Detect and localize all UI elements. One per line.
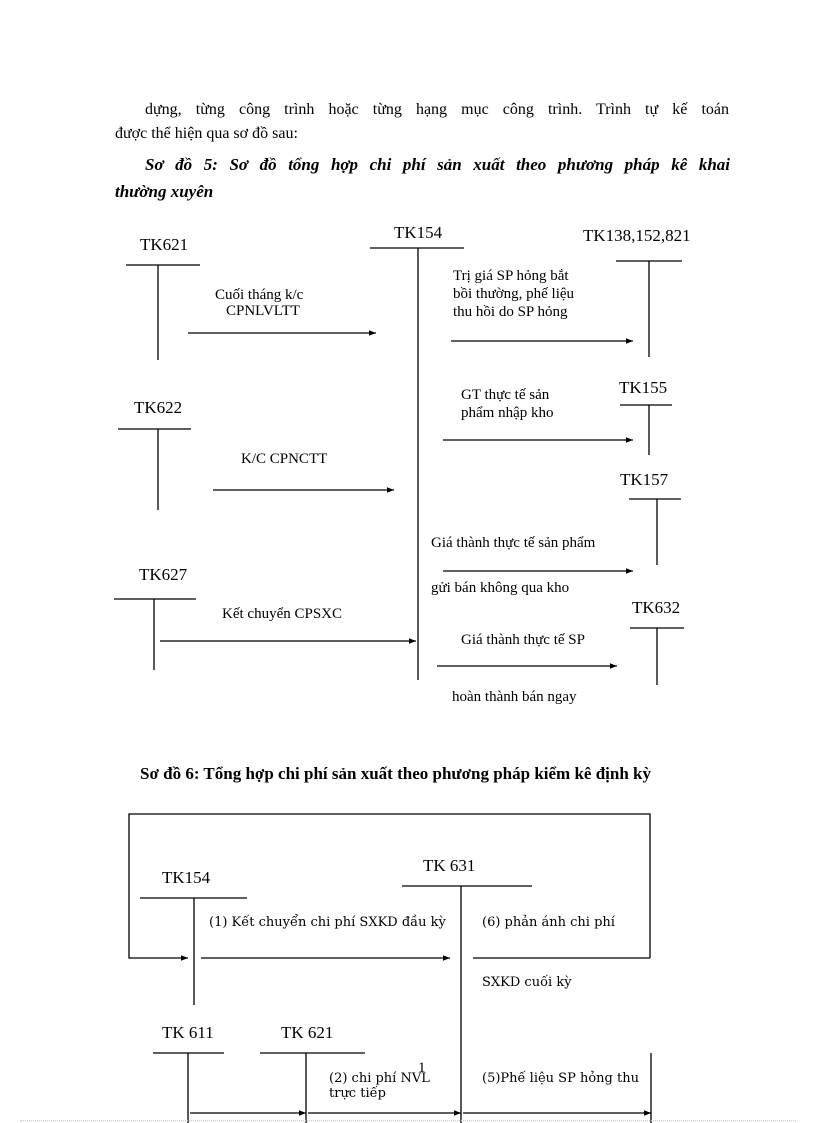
label-ban-ngay-1: Giá thành thực tế SP: [461, 632, 585, 648]
label-cuoi-thang: Cuối tháng k/c: [215, 287, 304, 303]
page-number: 1: [418, 1060, 426, 1076]
paragraph-line-2: được thể hiện qua sơ đồ sau:: [115, 125, 298, 142]
t-account-tk155: [620, 404, 672, 455]
tk154-d6-label: TK154: [162, 868, 211, 887]
loop-line: [128, 813, 651, 961]
label-ket-chuyen-cpsxc: Kết chuyển CPSXC: [222, 606, 342, 622]
t-account-tk622: [118, 428, 191, 510]
tk627-label: TK627: [139, 565, 188, 584]
label-phe-lieu: (5)Phế liệu SP hỏng thu: [482, 1071, 639, 1086]
tk631-label: TK 631: [423, 856, 476, 875]
label-ban-ngay-2: hoàn thành bán ngay: [452, 689, 577, 705]
label-sp-hong-1: Trị giá SP hỏng bắt: [453, 268, 569, 284]
t-account-tk154: [370, 247, 464, 680]
diagram5-caption-line-1: Sơ đồ 5: Sơ đồ tổng hợp chi phí sản xuất…: [145, 155, 730, 174]
page-bottom-dotted-rule: [20, 1120, 796, 1121]
t-account-tk627: [114, 598, 196, 670]
label-gui-ban-1: Giá thành thực tế sản phẩm: [431, 535, 596, 551]
t-account-tk632: [630, 627, 684, 685]
t-account-tk611: [153, 1052, 224, 1123]
t-account-tk621-d6: [260, 1052, 365, 1123]
tk622-label: TK622: [134, 398, 183, 417]
tk621-label: TK621: [140, 235, 189, 254]
label-chi-phi-nvl: (2) chi phí NVL: [329, 1071, 430, 1086]
tk154-label: TK154: [394, 223, 443, 242]
t-account-tk631: [402, 885, 532, 1123]
label-phan-anh-chi-phi: (6) phản ánh chi phí: [482, 915, 615, 930]
label-sp-hong-2: bồi thường, phế liệu: [453, 286, 575, 302]
t-account-tk154-d6: [140, 897, 247, 1005]
paragraph-line-1: dựng, từng công trình hoặc từng hạng mục…: [145, 101, 729, 118]
t-account-tk138: [616, 260, 682, 357]
label-sp-hong-3: thu hồi do SP hỏng: [453, 304, 568, 320]
tk155-label: TK155: [619, 378, 668, 397]
diagram6-caption: Sơ đồ 6: Tổng hợp chi phí sản xuất theo …: [140, 764, 652, 783]
t-account-tk157: [629, 498, 681, 565]
label-cpnlvltt: CPNLVLTT: [226, 303, 300, 319]
tk157-label: TK157: [620, 470, 669, 489]
label-truc-tiep: trực tiếp: [329, 1086, 386, 1101]
tk621-d6-label: TK 621: [281, 1023, 334, 1042]
label-ket-chuyen-dau-ky: (1) Kết chuyển chi phí SXKD đầu kỳ: [209, 915, 446, 930]
tk632-label: TK632: [632, 598, 681, 617]
label-sxkd-cuoi-ky: SXKD cuối kỳ: [482, 975, 572, 990]
tk138-label: TK138,152,821: [583, 226, 691, 245]
label-nhap-kho-2: phẩm nhập kho: [461, 405, 554, 421]
tk611-label: TK 611: [162, 1023, 214, 1042]
label-kc-cpnctt: K/C CPNCTT: [241, 451, 328, 467]
t-account-tk621: [126, 264, 200, 360]
label-nhap-kho-1: GT thực tế sản: [461, 387, 550, 403]
label-gui-ban-2: gửi bán không qua kho: [431, 580, 570, 596]
diagram5-caption-line-2: thường xuyên: [115, 182, 214, 201]
